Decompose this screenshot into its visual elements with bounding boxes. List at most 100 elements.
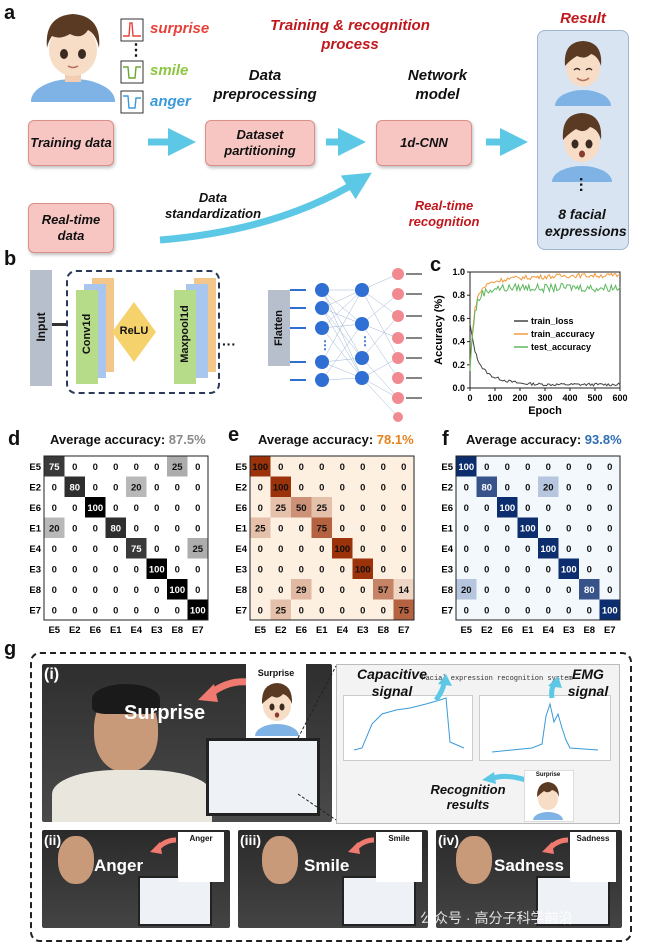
cm-col-label: E2 [275,625,287,636]
cm-col-label: E6 [501,625,513,636]
accuracy-title-d: Average accuracy: 87.5% [50,432,206,447]
avatar-label-surprise: Surprise [257,668,295,678]
panel-label-e: e [228,424,240,446]
cm-value: 0 [484,503,489,514]
cm-value: 0 [278,544,283,555]
cm-cell [497,456,518,477]
cm-value: 0 [113,482,118,493]
cm-value: 0 [525,503,530,514]
cm-value: 0 [113,605,118,616]
cm-cell [44,558,65,579]
cm-col-label: E3 [563,625,575,636]
cm-value: 0 [464,523,469,534]
cm-value: 0 [72,523,77,534]
cm-value: 0 [93,564,98,575]
cm-value: 0 [546,462,551,473]
cm-cell [517,579,538,600]
cm-cell [126,538,147,559]
ui-window-title: Facial expression recognition system [421,675,573,683]
y-tick-label: 0.2 [452,360,465,370]
y-axis-label: Accuracy (%) [433,295,445,365]
cm-value: 0 [93,523,98,534]
person-head-smile [262,836,298,884]
cm-value: 0 [587,462,592,473]
cm-cell [85,497,106,518]
cm-cell [146,517,167,538]
cm-value: 0 [505,482,510,493]
cm-value: 0 [525,544,530,555]
pink-arrow-i [198,678,249,702]
cm-cell [393,476,414,497]
legend-label-test_accuracy: test_accuracy [531,342,591,352]
cm-value: 0 [525,462,530,473]
cm-cell [250,579,271,600]
cm-row-label: E2 [29,482,41,493]
cm-cell [558,497,579,518]
accuracy-prefix-f: Average accuracy: [466,432,585,447]
cm-cell [352,456,373,477]
svg-text:⋮: ⋮ [319,338,331,352]
cm-value: 75 [316,523,327,534]
cm-value: 0 [299,564,304,575]
cm-row-label: E6 [29,503,41,514]
cm-cell [146,599,167,620]
cm-cell [105,558,126,579]
cm-cell [599,497,620,518]
cm-cell [456,558,477,579]
layer-dots: ··· [222,336,236,352]
svg-text:⋮: ⋮ [359,334,371,348]
cm-value: 0 [401,564,406,575]
cm-value: 0 [278,462,283,473]
cm-row-label: E7 [441,605,453,616]
cm-cell [558,456,579,477]
recognition-results-label: Recognition results [430,782,506,812]
cm-value: 0 [258,605,263,616]
cm-value: 20 [461,585,472,596]
laptop-screen [206,738,320,816]
cm-cell [270,538,291,559]
cm-value: 0 [546,585,551,596]
cm-cell [538,497,559,518]
x-tick-label: 600 [612,393,627,403]
flatten-arrows [290,289,306,381]
cm-cell [270,456,291,477]
cm-cell [167,456,188,477]
cm-value: 100 [520,523,536,534]
cm-cell [64,476,85,497]
accuracy-value-f: 93.8% [584,432,622,447]
cm-value: 0 [154,503,159,514]
cm-value: 0 [546,564,551,575]
avatar-label-anger: Anger [189,834,213,843]
cm-cell [270,558,291,579]
cm-value: 0 [360,503,365,514]
cm-value: 0 [587,503,592,514]
cm-value: 0 [546,605,551,616]
cm-row-label: E5 [441,462,453,473]
cm-value: 25 [172,462,183,473]
cm-cell [167,599,188,620]
cm-cell [167,517,188,538]
cm-row-label: E2 [235,482,247,493]
cm-cell [373,476,394,497]
cm-cell [270,517,291,538]
cm-cell [311,517,332,538]
cm-value: 0 [154,605,159,616]
cm-row-label: E4 [235,544,247,555]
capacitive-signal-label: Capacitive signal [356,666,428,699]
cm-value: 14 [398,585,409,596]
cm-value: 0 [566,585,571,596]
cm-value: 0 [464,503,469,514]
series-line-train_loss [469,323,621,387]
cm-value: 0 [93,462,98,473]
cm-row-label: E8 [441,585,453,596]
x-tick-label: 0 [467,393,472,403]
cm-value: 0 [154,462,159,473]
label-iv: (iv) [438,832,459,848]
cm-value: 20 [131,482,142,493]
cm-col-label: E4 [130,625,142,636]
cm-value: 100 [602,605,618,616]
cm-cell [64,497,85,518]
cm-cell [456,517,477,538]
cm-value: 0 [134,503,139,514]
